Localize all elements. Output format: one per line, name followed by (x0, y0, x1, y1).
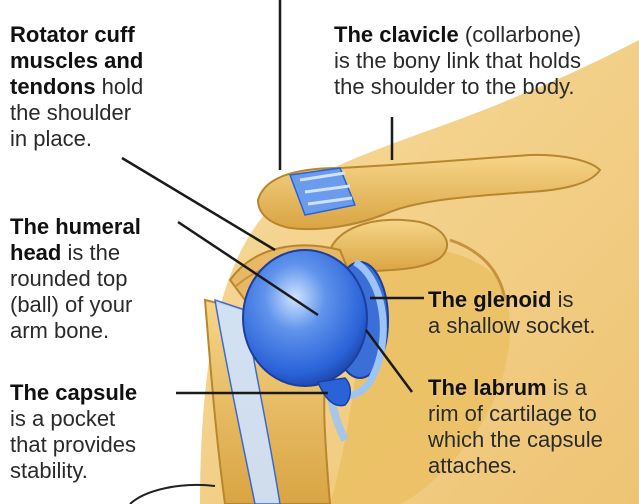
label-text: attaches. (428, 453, 517, 478)
label-term: The clavicle (334, 22, 459, 47)
label-text: rounded top (10, 266, 127, 291)
label-text: in place. (10, 126, 92, 151)
rotator-cuff-label-line: tendons hold (10, 74, 143, 100)
glenoid-label-line: a shallow socket. (428, 313, 596, 339)
label-text: which the capsule (428, 427, 603, 452)
humeral-head-label-line: arm bone. (10, 318, 141, 344)
label-text: arm bone. (10, 318, 109, 343)
label-text: hold (96, 74, 144, 99)
humeral-head-label-line: (ball) of your (10, 292, 141, 318)
clavicle-label-line: The clavicle (collarbone) (334, 22, 581, 48)
capsule-label-line: is a pocket (10, 406, 137, 432)
humeral-head-label-line: rounded top (10, 266, 141, 292)
rotator-cuff-label-line: in place. (10, 126, 143, 152)
label-text: is a pocket (10, 406, 115, 431)
label-text: the shoulder (10, 100, 131, 125)
label-text: that provides (10, 432, 136, 457)
label-text: (collarbone) (459, 22, 581, 47)
label-term: Rotator cuff (10, 22, 135, 47)
label-text: a shallow socket. (428, 313, 596, 338)
label-term: tendons (10, 74, 96, 99)
clavicle-label: The clavicle (collarbone)is the bony lin… (334, 22, 581, 100)
label-text: is (551, 287, 573, 312)
rotator-cuff-label-line: muscles and (10, 48, 143, 74)
label-text: (ball) of your (10, 292, 132, 317)
label-text: is the (61, 240, 120, 265)
labrum-label-line: which the capsule (428, 427, 603, 453)
label-text: stability. (10, 458, 88, 483)
label-text: is a (547, 375, 587, 400)
label-text: rim of cartilage to (428, 401, 597, 426)
label-term: The capsule (10, 380, 137, 405)
capsule-label-line: that provides (10, 432, 137, 458)
label-text: the shoulder to the body. (334, 74, 575, 99)
rotator-cuff-label-line: Rotator cuff (10, 22, 143, 48)
humeral-head-label-line: The humeral (10, 214, 141, 240)
labrum-label-line: attaches. (428, 453, 603, 479)
label-term: head (10, 240, 61, 265)
label-term: muscles and (10, 48, 143, 73)
humeral-head-label-line: head is the (10, 240, 141, 266)
labrum-label-line: The labrum is a (428, 375, 603, 401)
clavicle-label-line: is the bony link that holds (334, 48, 581, 74)
clavicle-label-line: the shoulder to the body. (334, 74, 581, 100)
label-term: The glenoid (428, 287, 551, 312)
humeral-head (243, 250, 367, 386)
capsule-label-line: stability. (10, 458, 137, 484)
glenoid-label-line: The glenoid is (428, 287, 596, 313)
label-text: is the bony link that holds (334, 48, 581, 73)
capsule-label-line: The capsule (10, 380, 137, 406)
label-term: The humeral (10, 214, 141, 239)
label-term: The labrum (428, 375, 547, 400)
rotator-cuff-label-line: the shoulder (10, 100, 143, 126)
labrum-label-line: rim of cartilage to (428, 401, 603, 427)
